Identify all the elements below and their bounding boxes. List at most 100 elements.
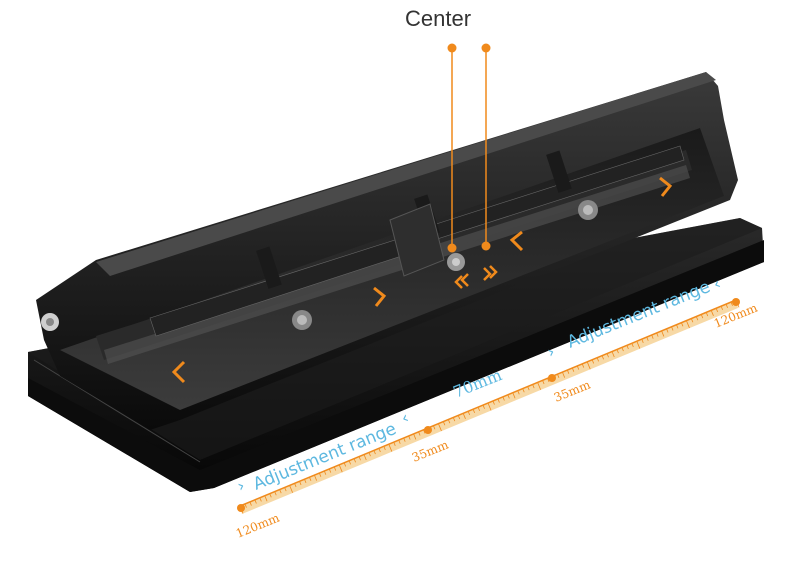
ruler-tick xyxy=(661,330,665,337)
ruler-tick xyxy=(457,415,461,420)
ruler-tick xyxy=(368,452,371,457)
ruler-tick xyxy=(586,361,591,370)
ruler-tick xyxy=(438,423,442,432)
ruler-tick xyxy=(537,382,542,390)
ruler-tick xyxy=(527,386,530,391)
ruler-tick xyxy=(398,439,401,444)
ruler-tick xyxy=(433,425,436,430)
ruler-tick xyxy=(695,316,699,321)
ruler-tick xyxy=(547,378,550,383)
ruler-tick xyxy=(244,503,247,508)
ruler-tick xyxy=(309,477,312,481)
ruler-tick xyxy=(616,349,619,354)
one-twenty-mm-left-label: 120mm xyxy=(234,510,282,540)
ruler-tick xyxy=(606,353,609,358)
center-guide xyxy=(447,43,491,253)
ruler-tick xyxy=(274,491,277,496)
ruler-tick xyxy=(393,441,396,446)
ruler-tick xyxy=(447,419,451,424)
ruler-tick xyxy=(442,421,446,426)
center-label: Center xyxy=(405,6,472,31)
ruler-tick xyxy=(730,301,733,306)
ruler-tick xyxy=(725,303,728,308)
ruler-tick xyxy=(621,347,624,352)
double-chevron-left-icon xyxy=(454,273,469,289)
ruler-marker-35-left xyxy=(424,426,432,434)
ruler-tick xyxy=(487,402,492,411)
ruler-tick xyxy=(348,460,352,465)
ruler-tick xyxy=(517,390,520,395)
ruler-tick xyxy=(492,400,495,405)
ruler-tick xyxy=(403,437,406,442)
ruler-tick xyxy=(700,314,704,319)
ruler-tick xyxy=(413,433,417,440)
ruler-marker-left xyxy=(237,504,245,512)
double-chevron-right-icon xyxy=(483,265,498,281)
ruler-tick xyxy=(304,479,307,484)
ruler-tick xyxy=(358,456,361,461)
ruler-tick xyxy=(626,345,629,350)
ruler-tick xyxy=(299,481,302,486)
ruler-tick xyxy=(571,367,575,372)
left-chevron-icon xyxy=(171,360,186,384)
right-chevron-icon xyxy=(373,286,387,307)
ruler-tick xyxy=(591,359,595,364)
ruler-tick xyxy=(497,398,500,403)
ruler-tick xyxy=(646,336,649,341)
ruler-tick xyxy=(284,487,287,492)
ruler-tick xyxy=(318,472,322,477)
ruler-tick xyxy=(631,343,634,348)
ruler-marker-right xyxy=(732,298,740,306)
ruler-tick xyxy=(601,355,604,360)
ruler-tick xyxy=(423,429,426,434)
ruler-tick xyxy=(690,318,694,323)
ruler-tick xyxy=(710,310,714,316)
ruler-tick xyxy=(264,495,268,502)
ruler-tick xyxy=(353,458,356,463)
ruler-tick xyxy=(596,357,600,362)
ruler-tick xyxy=(676,324,679,329)
ruler-tick xyxy=(502,396,505,401)
ruler-tick xyxy=(383,446,386,451)
ruler-tick xyxy=(477,406,480,411)
right-chevron-icon xyxy=(659,176,673,197)
ruler-tick xyxy=(289,485,294,493)
ruler-tick xyxy=(512,392,516,399)
ruler-tick xyxy=(562,371,566,378)
ruler-tick xyxy=(576,365,580,370)
ruler-tick xyxy=(254,499,257,504)
ruler-tick xyxy=(581,363,585,368)
ruler-tick xyxy=(249,501,252,506)
ruler-tick xyxy=(641,338,644,343)
ruler-tick xyxy=(482,404,485,409)
ruler-tick xyxy=(373,450,376,455)
ruler-tick xyxy=(338,464,343,473)
ruler-tick xyxy=(378,448,381,453)
ruler-tick xyxy=(715,308,719,313)
handle-body xyxy=(36,72,738,430)
ruler-tick xyxy=(333,466,337,471)
ruler-tick xyxy=(681,322,684,327)
ruler-tick xyxy=(294,483,297,488)
ruler-tick xyxy=(472,409,476,414)
measurement-ruler xyxy=(237,298,740,514)
ruler-tick xyxy=(462,413,466,419)
ruler-tick xyxy=(522,388,525,393)
ruler-tick xyxy=(259,497,262,502)
ruler-marker-35-right xyxy=(548,374,556,382)
ruler-tick xyxy=(328,468,332,473)
ruler-tick xyxy=(343,462,347,467)
ruler-tick xyxy=(651,334,654,339)
ruler-tick xyxy=(611,351,615,358)
chevron-right-icon: › xyxy=(234,476,247,496)
ruler-tick xyxy=(279,489,282,494)
ruler-tick xyxy=(566,369,570,374)
ruler-tick xyxy=(666,328,669,333)
ruler-tick xyxy=(363,454,367,461)
ruler-tick xyxy=(636,341,641,349)
ruler-tick xyxy=(452,417,456,422)
chevron-left-icon: ‹ xyxy=(398,408,411,428)
left-chevron-icon xyxy=(509,230,524,252)
ruler-tick xyxy=(542,380,545,385)
